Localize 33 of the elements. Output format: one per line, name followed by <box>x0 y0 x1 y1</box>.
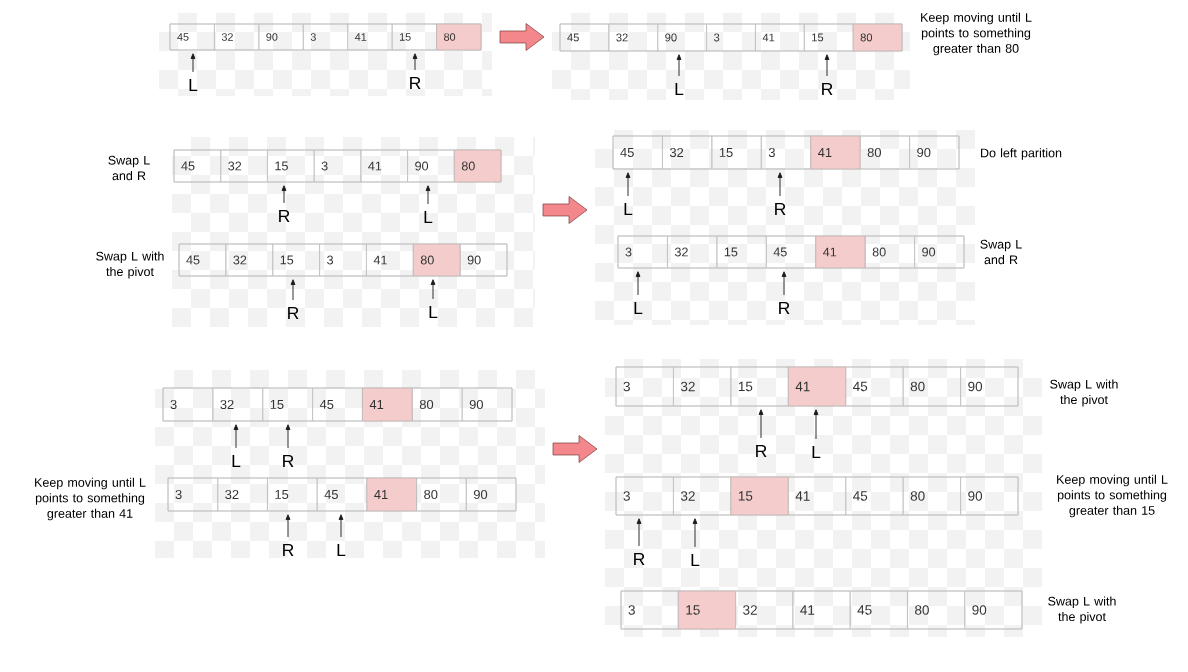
step-note: Swap L with the pivot <box>1048 596 1116 624</box>
array-cell: 3 <box>302 23 349 51</box>
array-cell: 45 <box>559 23 610 52</box>
array-cell: 45 <box>169 23 215 51</box>
array-cell: 80 <box>436 23 482 51</box>
array-cell: 15 <box>803 23 854 52</box>
array-cell: 32 <box>608 23 659 52</box>
array-cell: 41 <box>755 23 805 52</box>
array-cell: 32 <box>214 23 260 51</box>
array-cell: 80 <box>852 23 903 52</box>
step-note: Swap L with the pivot <box>1050 379 1118 407</box>
checkered-panel <box>159 13 492 96</box>
step-note: Keep moving until L points to something greater than 41 <box>35 477 146 521</box>
step-note: Do left parition <box>981 148 1062 160</box>
pointer-letter: R <box>410 76 421 89</box>
pointer-letter: L <box>189 78 198 91</box>
pointer-letter: R <box>822 82 833 95</box>
pointer-arrow <box>190 53 196 73</box>
pointer-arrow <box>676 54 682 77</box>
step-note: Swap L with the pivot <box>96 251 164 279</box>
pointer-arrow <box>412 53 418 71</box>
step-note: Swap L and R <box>980 239 1022 265</box>
pointer-arrow <box>824 54 830 77</box>
checkered-panel <box>552 13 910 100</box>
step-note: Keep moving until L points to something greater than 80 <box>921 12 1032 56</box>
array-cell: 90 <box>657 23 707 52</box>
step-note: Keep moving until L points to something greater than 15 <box>1057 474 1168 518</box>
array-cell: 90 <box>258 23 304 51</box>
array-cell: 3 <box>706 23 756 52</box>
array-cell: 41 <box>347 23 393 51</box>
step-note: Swap L and R <box>108 155 150 181</box>
pointer-letter: L <box>675 82 684 95</box>
block-arrow <box>499 23 545 51</box>
